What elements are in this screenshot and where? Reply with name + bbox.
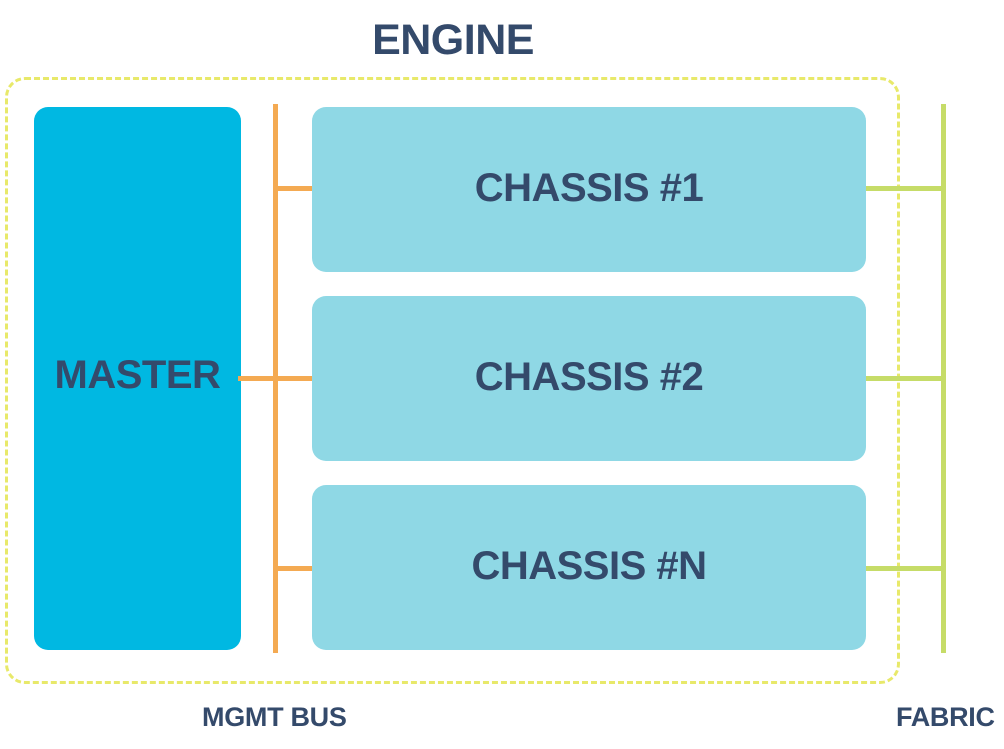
engine-title: ENGINE (372, 16, 534, 64)
master-block (34, 107, 241, 650)
chassis-label-n: CHASSIS #N (471, 544, 707, 588)
fabric-label: FABRIC (896, 702, 995, 732)
mgmt-bus-label: MGMT BUS (202, 702, 347, 732)
fabric-connector-chassis-n (862, 566, 944, 571)
mgmt-bus-connector-chassis-1 (275, 186, 315, 191)
mgmt-bus-connector-chassis-n (275, 566, 315, 571)
master-label: MASTER (54, 353, 221, 397)
chassis-block-2 (312, 296, 866, 461)
chassis-block-n (312, 485, 866, 650)
fabric-connector-chassis-2 (862, 376, 944, 381)
chassis-label-2: CHASSIS #2 (474, 355, 704, 399)
fabric-connector-chassis-1 (862, 186, 944, 191)
chassis-label-1: CHASSIS #1 (474, 166, 704, 210)
chassis-block-1 (312, 107, 866, 272)
mgmt-bus-connector-master (238, 376, 315, 381)
